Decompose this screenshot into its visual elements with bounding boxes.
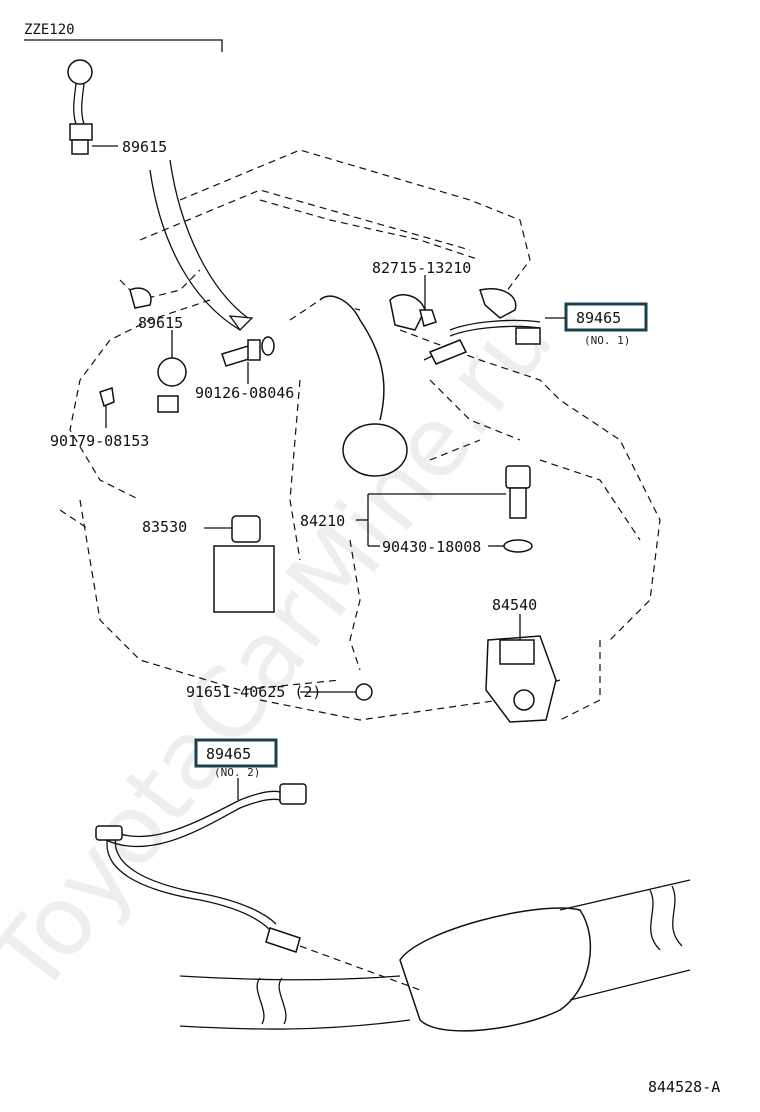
callout-knock-sensor: 89615 <box>138 314 183 332</box>
note-oxygen-sensor-no1: (NO. 1) <box>584 334 630 347</box>
oxygen-sensor-no2-drawing <box>95 783 307 953</box>
switch-83530-drawing <box>204 515 275 613</box>
knock-sensor-top-drawing <box>67 59 118 155</box>
model-bracket <box>24 39 223 52</box>
callout-oxygen-sensor-no2: 89465 <box>206 745 251 763</box>
highlight-box-oxygen-sensor-no1 <box>564 302 648 332</box>
top-hoses <box>129 287 517 477</box>
callout-switch-84540: 84540 <box>492 596 537 614</box>
switch-84210-drawing <box>356 465 533 553</box>
oxygen-sensor-no1-drawing <box>423 319 541 365</box>
callout-switch-84210: 84210 <box>300 512 345 530</box>
bolt-90179-drawing <box>99 387 115 428</box>
figure-id: 844528-A <box>648 1078 720 1096</box>
exhaust-converter-drawing <box>179 879 691 1032</box>
bolt-91651-drawing <box>300 683 373 701</box>
callout-knock-sensor-top: 89615 <box>122 138 167 156</box>
knock-sensor-drawing <box>157 330 187 413</box>
callout-switch-83530: 83530 <box>142 518 187 536</box>
callout-bolt-90179: 90179-08153 <box>50 432 149 450</box>
callout-bolt-91651: 91651-40625 (2) <box>186 683 321 701</box>
bolt-90126-drawing <box>221 336 275 384</box>
callout-bolt-90126: 90126-08046 <box>195 384 294 402</box>
switch-84540-drawing <box>485 614 557 723</box>
pipe-curve <box>149 169 241 331</box>
callout-oxygen-sensor-no1: 89465 <box>576 309 621 327</box>
model-code: ZZE120 <box>24 22 75 38</box>
callout-gasket-90430: 90430-18008 <box>382 538 481 556</box>
highlight-box-oxygen-sensor-no2 <box>194 738 278 768</box>
callout-clamp-82715: 82715-13210 <box>372 259 471 277</box>
note-oxygen-sensor-no2: (NO. 2) <box>214 766 260 779</box>
